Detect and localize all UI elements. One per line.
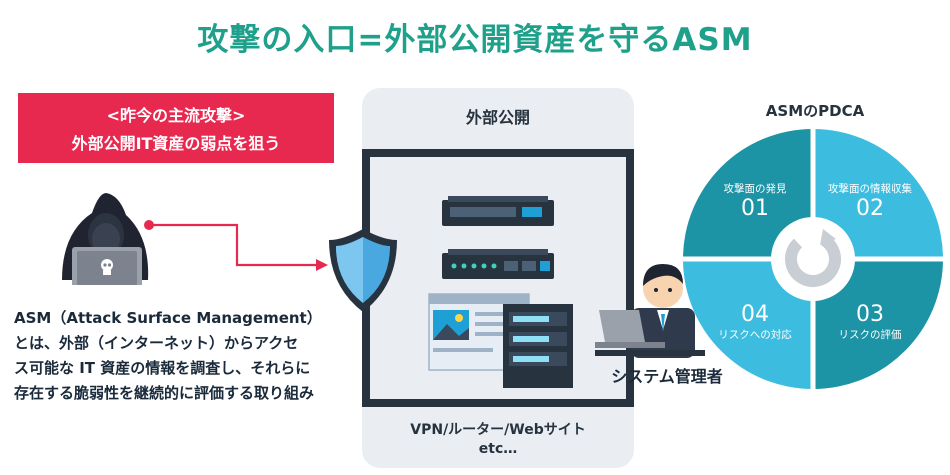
system-admin-icon	[595, 264, 705, 358]
hacker-icon	[62, 193, 149, 285]
router-icon	[442, 249, 554, 279]
website-server-icon	[428, 293, 573, 388]
system-admin-label: システム管理者	[611, 367, 723, 386]
attack-trend-text: 外部公開IT資産の弱点を狙う	[71, 134, 281, 153]
asm-description: ASM（Attack Surface Management） とは、外部（インタ…	[14, 306, 354, 406]
examples-line: VPN/ルーター/Webサイト	[410, 422, 586, 438]
page-title: 攻撃の入口=外部公開資産を守るASM	[197, 22, 753, 58]
pdca-step-label: リスクの評価	[838, 329, 902, 341]
pdca-cycle	[678, 126, 948, 392]
examples-line: etc…	[478, 441, 518, 457]
pdca-quadrant	[683, 129, 813, 259]
attack-trend-banner: <昨今の主流攻撃> 外部公開IT資産の弱点を狙う	[18, 93, 334, 163]
pdca-step-label: リスクへの対応	[718, 329, 792, 341]
description-line: 存在する脆弱性を継続的に評価する取り組み	[14, 384, 315, 402]
description-line: ASM（Attack Surface Management）	[14, 309, 322, 327]
pdca-step-number: 01	[741, 196, 769, 221]
pdca-quadrant	[813, 259, 943, 389]
shield-icon	[329, 229, 397, 312]
pdca-quadrant	[813, 129, 943, 259]
pdca-step-number: 03	[856, 302, 884, 327]
pdca-step-label: 攻撃面の発見	[723, 183, 787, 195]
pdca-step-number: 04	[741, 302, 769, 327]
pdca-quadrant	[683, 259, 813, 389]
description-line: ス可能な IT 資産の情報を調査し、それらに	[14, 359, 311, 377]
pdca-step-label: 攻撃面の情報収集	[828, 183, 912, 195]
public-assets-examples: VPN/ルーター/Webサイト etc…	[362, 421, 634, 459]
attack-arrow	[144, 220, 328, 271]
pdca-step-number: 02	[856, 196, 884, 221]
network-switch-icon	[442, 196, 554, 226]
description-line: とは、外部（インターネット）からアクセ	[14, 334, 299, 352]
pdca-title: ASMのPDCA	[765, 102, 865, 120]
public-assets-label: 外部公開	[465, 108, 530, 127]
attack-trend-heading: <昨今の主流攻撃>	[106, 106, 246, 125]
